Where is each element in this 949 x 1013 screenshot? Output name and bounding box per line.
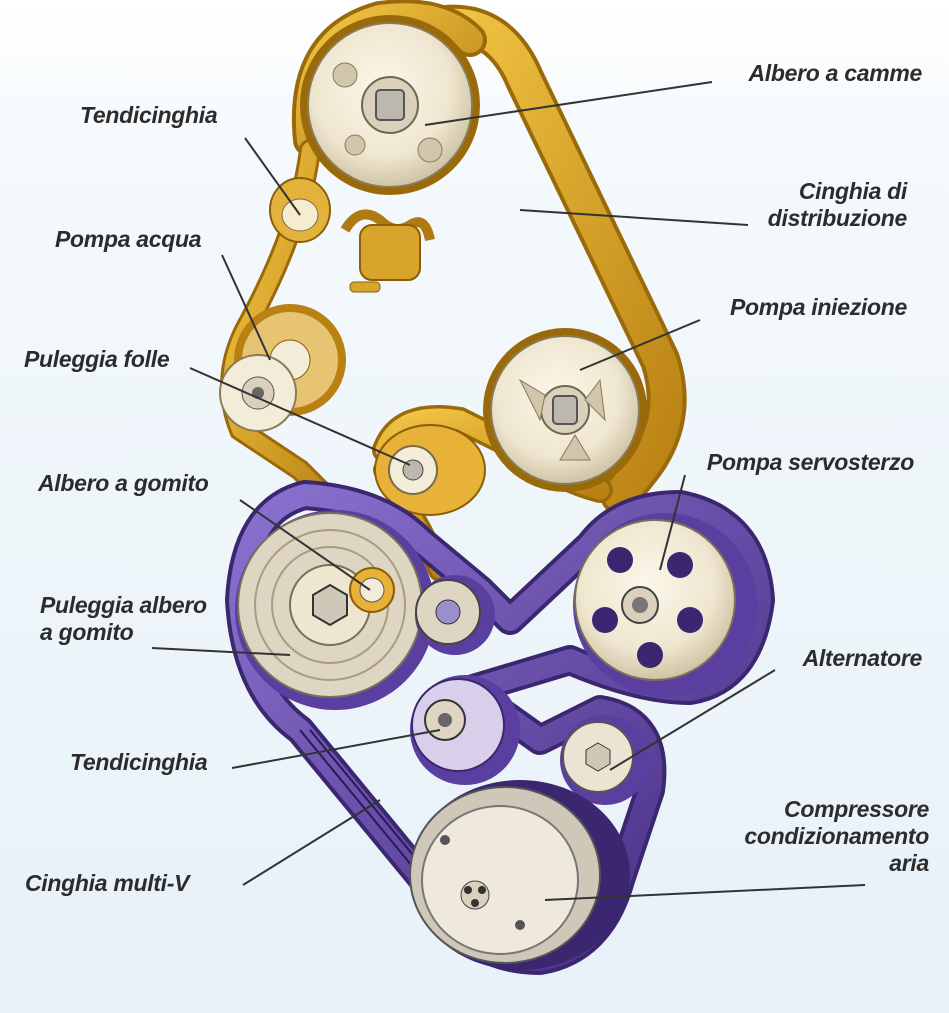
leader-pompa-servosterzo [659, 474, 686, 571]
label-tendicinghia-bottom: Tendicinghia [70, 749, 208, 776]
timing-tensioner-lower [374, 424, 486, 516]
label-puleggia-folle: Puleggia folle [24, 346, 170, 373]
label-albero-gomito: Albero a gomito [38, 470, 209, 497]
label-alternatore-text: Alternatore [802, 645, 923, 671]
multi-v-tensioner [410, 675, 520, 785]
label-pompa-servosterzo: Pompa servosterzo [707, 449, 914, 476]
leader-puleggia-folle [189, 367, 411, 466]
power-steering-pulley [573, 513, 757, 697]
label-cinghia-distribuzione-line2: distribuzione [767, 205, 908, 231]
label-tendicinghia-top-text: Tendicinghia [80, 102, 218, 128]
leader-tendicinghia-top [244, 137, 301, 216]
label-pompa-servosterzo-text: Pompa servosterzo [706, 449, 914, 475]
label-cinghia-multiv-text: Cinghia multi-V [25, 870, 190, 896]
leader-alternatore [609, 669, 776, 771]
label-pompa-iniezione: Pompa iniezione [730, 294, 907, 321]
crankshaft-pulley [235, 510, 435, 710]
leader-cinghia-distribuzione [519, 209, 749, 226]
leader-pompa-acqua [221, 254, 271, 361]
leader-tendicinghia-bottom [231, 729, 441, 769]
label-compressore-line3: aria [889, 850, 929, 876]
label-cinghia-distribuzione: Cinghia di distribuzione [767, 178, 908, 232]
label-tendicinghia-bottom-text: Tendicinghia [70, 749, 208, 775]
alternator-pulley [560, 715, 650, 805]
label-pompa-acqua: Pompa acqua [55, 226, 202, 253]
label-compressore-line1: Compressore [784, 796, 929, 822]
compressor-pulley [409, 780, 630, 970]
label-cinghia-distribuzione-line1: Cinghia di [798, 178, 907, 204]
timing-tensioner-top [269, 177, 435, 293]
leader-pompa-iniezione [579, 319, 701, 371]
label-cinghia-multiv: Cinghia multi-V [25, 870, 189, 897]
label-puleggia-albero-line2: a gomito [40, 619, 134, 645]
label-compressore-line2: condizionamento [744, 823, 929, 849]
camshaft-pulley [300, 15, 480, 195]
label-alternatore: Alternatore [802, 645, 923, 672]
leader-puleggia-albero [151, 647, 291, 656]
leader-compressore [544, 884, 866, 901]
leader-albero-camme [424, 81, 713, 126]
leader-cinghia-multiv [242, 799, 381, 886]
idler-pulley [219, 354, 297, 432]
multi-v-idler [415, 575, 495, 655]
label-tendicinghia-top: Tendicinghia [80, 102, 218, 129]
label-albero-gomito-text: Albero a gomito [38, 470, 209, 496]
label-albero-camme-text: Albero a camme [748, 60, 923, 86]
label-pompa-acqua-text: Pompa acqua [55, 226, 202, 252]
label-compressore: Compressore condizionamento aria [744, 796, 929, 877]
leader-albero-gomito [239, 499, 371, 591]
leader-lines [151, 81, 866, 901]
injection-pump-pulley [483, 328, 647, 492]
label-puleggia-albero-line1: Puleggia albero [40, 592, 207, 618]
label-albero-camme: Albero a camme [749, 60, 923, 87]
label-pompa-iniezione-text: Pompa iniezione [730, 294, 907, 320]
label-puleggia-albero-gomito: Puleggia albero a gomito [40, 592, 207, 646]
label-puleggia-folle-text: Puleggia folle [24, 346, 170, 372]
